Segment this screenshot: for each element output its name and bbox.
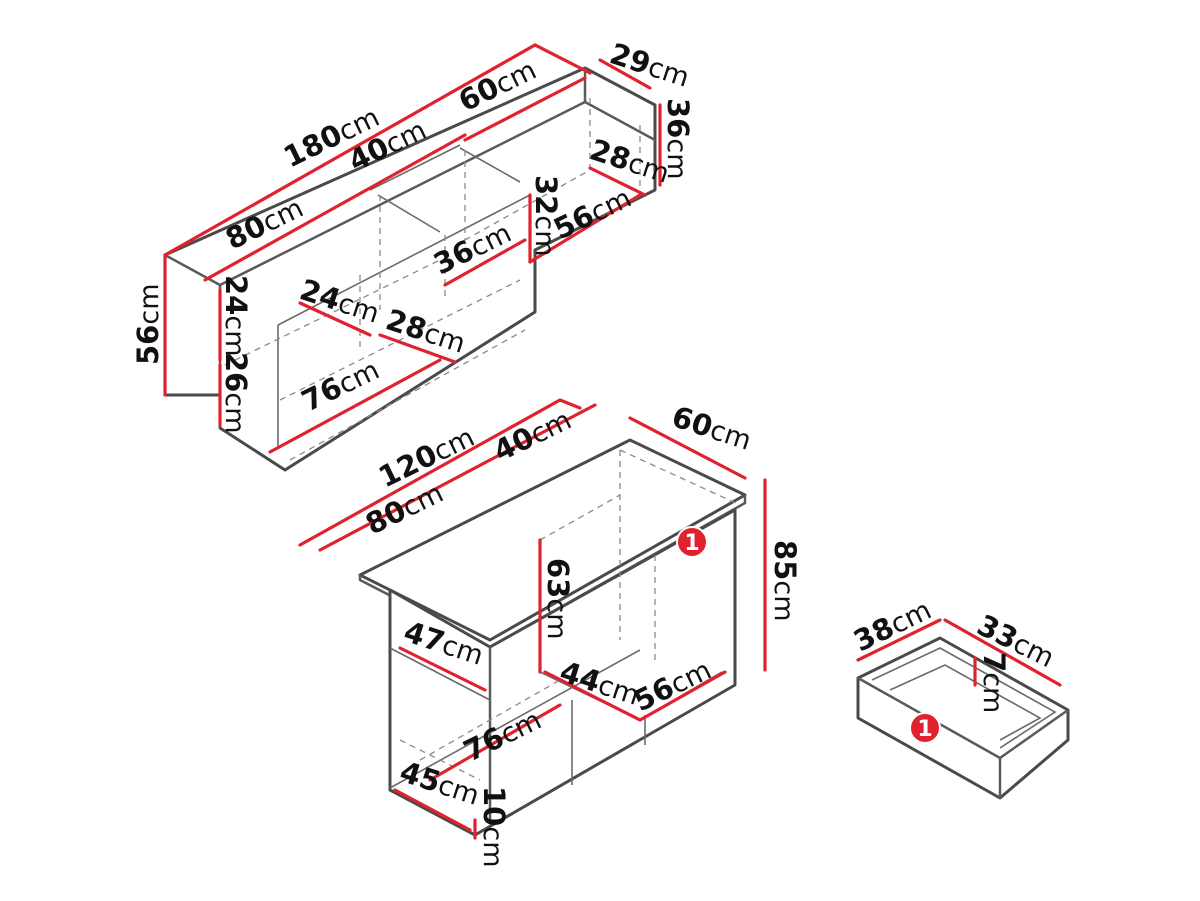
label-knee-height: 63cm xyxy=(541,558,575,640)
dim-line-inner-depth xyxy=(543,670,642,722)
drawer-inner-floor xyxy=(889,664,1042,741)
dim-line-base-depth xyxy=(393,788,472,832)
dim-line-shelf-depth xyxy=(298,301,372,337)
label-top-comp-height: 24cm xyxy=(219,275,253,357)
dim-line-lower-width xyxy=(203,133,467,282)
desk-hidden-1 xyxy=(539,494,621,541)
label-upper-height: 36cm xyxy=(661,98,695,180)
desk-marker-number: 1 xyxy=(684,531,699,556)
wall-cabinet-divider-a xyxy=(377,194,441,233)
desk-side-shelf xyxy=(389,647,491,701)
dim-line-depth xyxy=(598,58,652,90)
dim-line-lower-inner-width xyxy=(268,358,442,454)
label-upper-inner-height: 32cm xyxy=(529,175,563,257)
wall-cabinet-hidden-6 xyxy=(224,259,441,366)
label-desk-height: 85cm xyxy=(768,540,802,622)
label-desk-depth: 60cm xyxy=(668,399,756,457)
label-drawer-height: 7cm xyxy=(977,652,1011,713)
wall-cabinet-hidden-9 xyxy=(289,329,526,461)
desk-drawer-marker: 1 xyxy=(676,526,708,558)
dim-line-drawer-depth xyxy=(943,618,1062,687)
drawer-marker-number: 1 xyxy=(917,717,932,742)
drawer-marker: 1 xyxy=(909,712,941,744)
label-bottom-comp-height: 26cm xyxy=(219,352,253,434)
dim-line-drawer-width xyxy=(856,618,942,662)
wall-cabinet-hidden-10 xyxy=(464,169,591,241)
dim-line-mid-inner-height xyxy=(443,238,527,287)
wall-cabinet-body xyxy=(163,66,657,472)
desk-hidden-6 xyxy=(399,739,481,781)
dim-line-desk-left-width xyxy=(318,458,492,552)
dim-line-shelf-inner-depth xyxy=(378,333,457,364)
dim-line-inner-width-left xyxy=(428,703,562,782)
dim-line-desk-right-width xyxy=(488,403,597,462)
dim-line-desk-depth xyxy=(628,416,747,480)
drawer-drawing: 38cm 33cm 7cm 1 xyxy=(848,595,1070,800)
wall-cabinet-drawing: 180cm 60cm 40cm 80cm 29cm 36cm 28cm 32cm… xyxy=(131,36,695,472)
label-plinth-height: 10cm xyxy=(477,786,511,868)
desk-base-line xyxy=(389,649,641,789)
dim-line-upper-inner-width xyxy=(528,193,642,264)
dim-line-upper-width xyxy=(463,76,587,142)
dim-line-upper-inner-depth xyxy=(588,166,647,197)
drawer-inner-rim xyxy=(871,647,1057,749)
dim-line-total-width xyxy=(163,43,592,257)
dim-line-desk-total-width xyxy=(298,398,582,547)
wall-cabinet-divider-b xyxy=(459,147,521,183)
label-desk-right-width: 40cm xyxy=(488,402,576,468)
wall-cabinet-divider-top xyxy=(369,144,461,191)
drawer-body xyxy=(856,636,1070,800)
label-total-height: 56cm xyxy=(131,283,165,365)
dim-line-side-depth xyxy=(398,646,487,692)
desk-hidden-5 xyxy=(419,679,561,761)
wall-cabinet-hidden-7 xyxy=(279,279,521,401)
desk-hidden-3 xyxy=(619,449,741,506)
desk-drawing: 120cm 40cm 80cm 60cm 85cm 63cm 47cm 44cm… xyxy=(298,398,802,868)
dim-line-inner-width-right xyxy=(638,670,727,722)
